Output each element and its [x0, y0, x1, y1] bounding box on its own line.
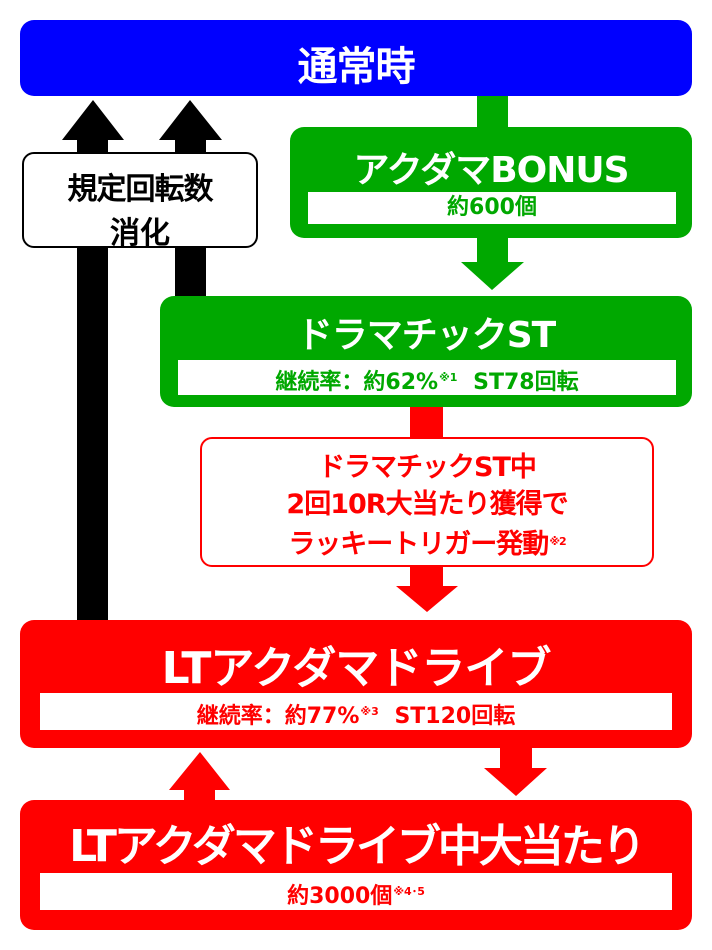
red-down-arrow-2 — [484, 746, 547, 796]
lt-drive-title: LTアクダマドライブ — [161, 643, 552, 694]
trigger-line1: ドラマチックST中 — [318, 452, 537, 483]
bonus-detail: 約600個 — [308, 192, 676, 224]
dramatic-st-rate: 継続率：約62% — [275, 370, 439, 395]
lt-hit-title: LTアクダマドライブ中大当たり — [69, 821, 646, 872]
lt-drive-rate: 継続率：約77% — [196, 704, 360, 729]
lucky-trigger-box: ドラマチックST中 2回10R大当たり獲得で ラッキートリガー発動※2 — [200, 437, 654, 567]
bonus-box: アクダマBONUS 約600個 — [290, 127, 692, 238]
spin-count-line1: 規定回転数 — [67, 172, 214, 207]
dramatic-st-spins: ST78回転 — [473, 370, 579, 395]
lt-hit-detail: 約3000個※4･5 — [40, 873, 672, 910]
lt-drive-spins: ST120回転 — [394, 704, 516, 729]
spin-count-line2: 消化 — [110, 216, 170, 251]
spin-count-label: 規定回転数 消化 — [22, 152, 258, 251]
trigger-line2: 2回10R大当たり獲得で — [286, 489, 568, 520]
dramatic-st-box: ドラマチックST 継続率：約62%※1 ST78回転 — [160, 296, 692, 407]
lt-drive-detail: 継続率：約77%※3 ST120回転 — [40, 693, 672, 730]
trigger-line3-wrap: ラッキートリガー発動※2 — [202, 523, 652, 563]
lt-hit-note: ※4･5 — [393, 885, 425, 898]
red-connector — [410, 405, 443, 439]
green-connector — [477, 94, 508, 130]
dramatic-st-detail: 継続率：約62%※1 ST78回転 — [178, 360, 676, 395]
trigger-note: ※2 — [549, 535, 566, 548]
green-down-arrow — [461, 236, 524, 290]
normal-state-box: 通常時 — [20, 20, 692, 96]
trigger-line3: ラッキートリガー発動 — [288, 529, 549, 560]
lt-drive-box: LTアクダマドライブ 継続率：約77%※3 ST120回転 — [20, 620, 692, 748]
dramatic-st-note: ※1 — [439, 371, 458, 384]
dramatic-st-title: ドラマチックST — [296, 315, 557, 356]
normal-state-title: 通常時 — [297, 44, 416, 90]
lt-drive-note: ※3 — [360, 705, 379, 718]
red-up-arrow — [169, 752, 230, 802]
lt-hit-count: 約3000個 — [287, 884, 393, 909]
bonus-title: アクダマBONUS — [353, 150, 629, 191]
red-down-arrow-1 — [396, 566, 458, 612]
lt-hit-box: LTアクダマドライブ中大当たり 約3000個※4･5 — [20, 800, 692, 930]
